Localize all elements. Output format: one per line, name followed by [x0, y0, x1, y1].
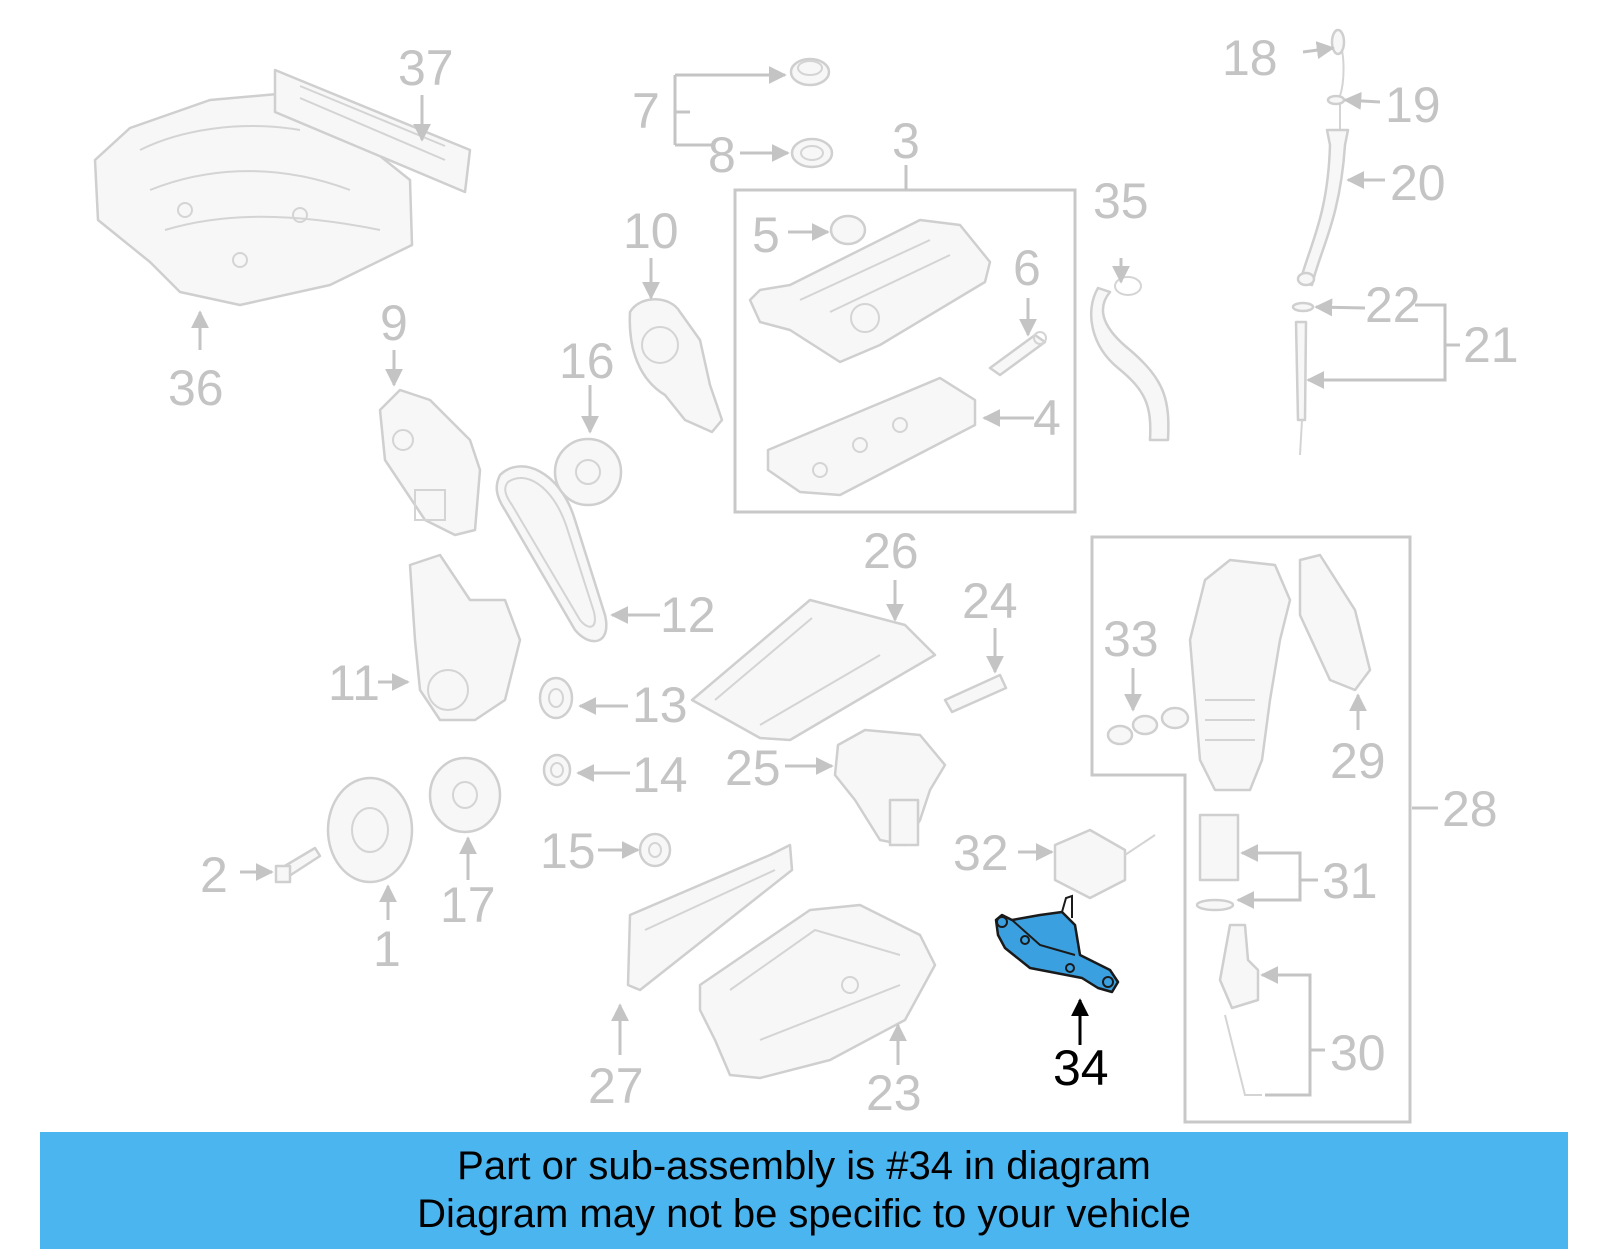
callout-9: 9	[380, 295, 408, 351]
callout-23: 23	[866, 1065, 922, 1121]
oil-cooler-illustration	[1053, 828, 1156, 900]
sump-gasket-illustration	[626, 843, 794, 992]
callout-24: 24	[962, 573, 1018, 629]
callout-17: 17	[440, 877, 496, 933]
callout-11: 11	[328, 655, 380, 711]
filler-cap-seal-illustration	[790, 137, 834, 169]
callout-31: 31	[1322, 853, 1378, 909]
callout-37: 37	[398, 40, 454, 96]
sensor-6-illustration	[988, 331, 1047, 377]
callout-5: 5	[752, 207, 780, 263]
callout-2: 2	[200, 847, 228, 903]
timing-cover-11-illustration	[408, 553, 522, 722]
valve-cover-gasket-illustration	[766, 376, 977, 497]
callout-36: 36	[168, 360, 224, 416]
timing-belt-illustration	[495, 465, 608, 643]
callout-16: 16	[559, 333, 615, 389]
oil-filler-cap-illustration	[789, 57, 831, 87]
crank-sprocket-illustration	[428, 756, 502, 834]
callout-labels: 37 7 8 3 18 19 20 35 5 6 10 22 21 36 9 1…	[168, 30, 1519, 1121]
callout-14: 14	[632, 747, 688, 803]
callout-8: 8	[708, 127, 736, 183]
callout-20: 20	[1390, 155, 1446, 211]
breather-hose-illustration	[1090, 276, 1170, 442]
oil-pan-illustration	[698, 903, 937, 1080]
callout-34: 34	[1053, 1040, 1109, 1096]
callout-12: 12	[660, 587, 716, 643]
callout-26: 26	[863, 523, 919, 579]
gasket-24-illustration	[943, 673, 1008, 714]
oil-filter-element-illustration	[1195, 813, 1240, 912]
callout-1: 1	[373, 921, 401, 977]
callout-27: 27	[588, 1058, 644, 1114]
callout-32: 32	[953, 825, 1009, 881]
valve-cover-illustration	[748, 218, 992, 364]
banner-line-2: Diagram may not be specific to your vehi…	[417, 1192, 1191, 1236]
timing-cover-9-illustration	[378, 388, 482, 537]
banner-line-1: Part or sub-assembly is #34 in diagram	[457, 1144, 1151, 1188]
windage-tray-illustration	[690, 598, 937, 742]
seal-kit-33-illustration	[1106, 706, 1190, 746]
callout-35: 35	[1093, 173, 1149, 229]
callout-21: 21	[1463, 317, 1519, 373]
intake-manifold-illustration	[93, 90, 414, 307]
callout-15: 15	[540, 823, 596, 879]
idler-pulley-13-illustration	[538, 676, 574, 720]
bracket-34-illustration	[994, 894, 1120, 994]
callout-25: 25	[725, 740, 781, 796]
info-banner: Part or sub-assembly is #34 in diagram D…	[40, 1132, 1568, 1249]
housing-gasket-illustration	[1298, 553, 1372, 692]
crank-bolt-illustration	[274, 846, 322, 884]
dipstick-illustration	[1291, 28, 1350, 456]
callout-3: 3	[892, 113, 920, 169]
callout-33: 33	[1103, 611, 1159, 667]
callout-19: 19	[1385, 77, 1441, 133]
callout-28: 28	[1442, 781, 1498, 837]
callout-7: 7	[632, 83, 660, 139]
callout-18: 18	[1222, 30, 1278, 86]
leader-lines	[191, 41, 1460, 1097]
idler-pulley-14-illustration	[542, 753, 572, 787]
callout-13: 13	[632, 677, 688, 733]
tensioner-pulley-illustration	[553, 437, 623, 507]
oil-filter-housing-group-box	[1090, 535, 1412, 1124]
callout-22: 22	[1365, 277, 1421, 333]
timing-cover-10-illustration	[628, 298, 724, 434]
crankshaft-pulley-illustration	[326, 776, 414, 884]
valve-cover-cap-illustration	[829, 214, 867, 246]
callout-4: 4	[1033, 390, 1061, 446]
callout-29: 29	[1330, 733, 1386, 789]
oil-pump-illustration	[833, 728, 947, 847]
callout-10: 10	[623, 203, 679, 259]
callout-30: 30	[1330, 1025, 1386, 1081]
oil-filter-housing-illustration	[1188, 558, 1292, 792]
callout-6: 6	[1013, 240, 1041, 296]
bushing-15-illustration	[638, 832, 672, 868]
drain-valve-illustration	[1218, 923, 1262, 1096]
